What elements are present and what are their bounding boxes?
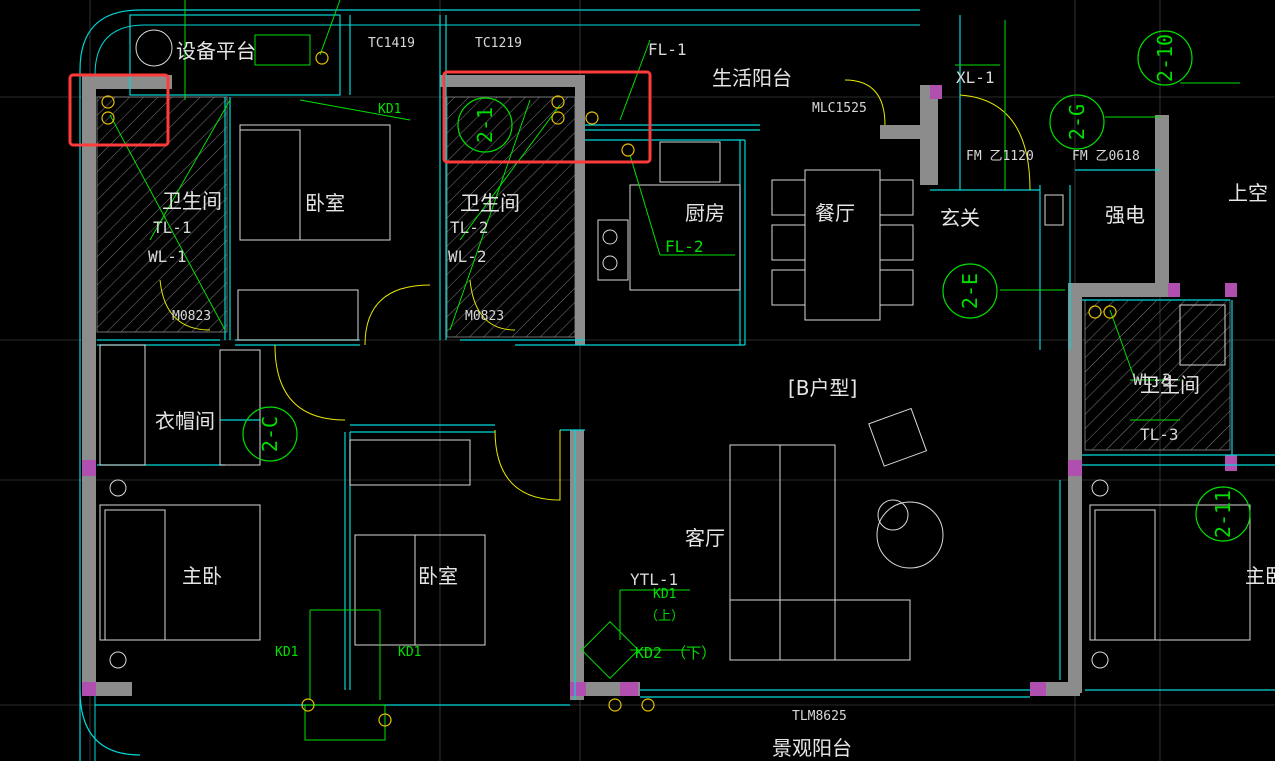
room-label-bedroom-bottom: 卧室 — [418, 564, 458, 588]
room-label-bathroom-3: 卫生间 — [1140, 373, 1200, 397]
hatched-areas — [96, 96, 1231, 451]
room-label-bedroom-top: 卧室 — [305, 191, 345, 215]
code-fl2: FL-2 — [665, 237, 704, 256]
axis-tags — [242, 30, 1251, 542]
code-tl1: TL-1 — [153, 218, 192, 237]
structural-columns — [82, 85, 1237, 696]
code-wl2: WL-2 — [448, 247, 487, 266]
code-xl1: XL-1 — [956, 68, 995, 87]
room-label-dining: 餐厅 — [815, 201, 855, 225]
room-label-master-bedroom-right: 主卧 — [1245, 564, 1275, 588]
highlight-boxes — [68, 70, 652, 164]
code-window-tc1219: TC1219 — [475, 36, 522, 51]
highlight-box-left — [68, 73, 170, 147]
code-mlc1525: MLC1525 — [812, 101, 867, 116]
axis-tag-2-c: 2-C — [258, 416, 282, 452]
code-m0823-b: M0823 — [465, 309, 504, 324]
code-kd1-bottom-left: KD1 — [275, 645, 298, 660]
highlight-box-center — [442, 70, 652, 164]
code-kd1-up: KD1 — [653, 587, 676, 602]
code-fl1: FL-1 — [648, 40, 687, 59]
room-label-kitchen: 厨房 — [685, 201, 725, 225]
room-label-master-bedroom-left: 主卧 — [182, 564, 222, 588]
axis-tag-2-11: 2-11 — [1211, 490, 1235, 538]
code-kd1-bottom-right: KD1 — [398, 645, 421, 660]
code-tl3: TL-3 — [1140, 425, 1179, 444]
code-tlm8625: TLM8625 — [792, 709, 847, 724]
code-fm1120: FM 乙1120 — [966, 149, 1034, 164]
code-ytl1: YTL-1 — [630, 570, 678, 589]
code-kd2-down: KD2 （下） — [635, 644, 716, 662]
room-label-scenic-balcony: 景观阳台 — [772, 736, 852, 760]
code-tl2: TL-2 — [450, 218, 489, 237]
door-swings — [159, 79, 1031, 501]
room-label-entrance: 玄关 — [940, 206, 980, 230]
annotation-lines — [109, 0, 1240, 741]
outer-wall — [79, 9, 920, 761]
axis-tag-2-10: 2-10 — [1153, 34, 1177, 82]
axis-tag-2-g: 2-G — [1065, 104, 1089, 140]
room-label-unit-type: [B户型] — [788, 376, 857, 400]
code-window-tc1419: TC1419 — [368, 36, 415, 51]
axis-tag-2-1: 2-1 — [473, 107, 497, 143]
room-label-living-room: 客厅 — [685, 526, 725, 550]
code-m0823-a: M0823 — [172, 309, 211, 324]
code-fm0618: FM 乙0618 — [1072, 149, 1140, 164]
room-label-electric: 强电 — [1105, 203, 1145, 227]
partitions — [95, 14, 1275, 706]
code-kd1-top: KD1 — [378, 102, 401, 117]
room-label-cloakroom: 衣帽间 — [155, 409, 215, 433]
drain-fixtures — [101, 51, 1117, 727]
code-up-label: （上） — [645, 609, 684, 624]
code-wl1: WL-1 — [148, 247, 187, 266]
axis-tag-2-e: 2-E — [958, 273, 982, 309]
code-wl3: WL-3 — [1133, 370, 1172, 389]
room-label-bathroom-2: 卫生间 — [460, 191, 520, 215]
room-label-equipment-platform: 设备平台 — [176, 39, 256, 63]
room-label-upper-void: 上空 — [1228, 181, 1268, 205]
walls — [82, 75, 1169, 700]
furniture — [99, 29, 1251, 669]
room-label-bathroom-1: 卫生间 — [162, 189, 222, 213]
room-label-living-balcony: 生活阳台 — [712, 66, 792, 90]
